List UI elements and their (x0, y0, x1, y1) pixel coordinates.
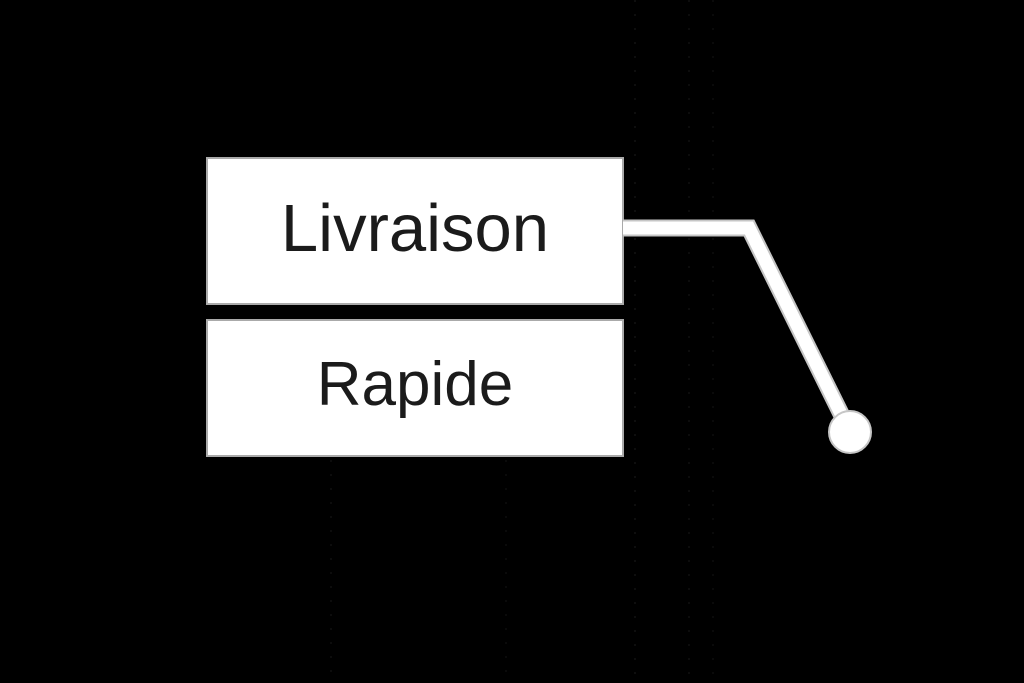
label-box-rapide[interactable]: Rapide (206, 319, 624, 457)
connector-endpoint-handle[interactable] (828, 410, 872, 454)
background-noise (634, 0, 636, 683)
label-text-rapide: Rapide (316, 350, 514, 419)
background-noise (330, 460, 332, 683)
background-noise (712, 0, 714, 683)
background-noise (688, 0, 690, 683)
connector-line[interactable] (623, 221, 856, 435)
connector-line-outline (623, 219, 858, 436)
label-box-livraison[interactable]: Livraison (206, 157, 624, 305)
label-text-livraison: Livraison (280, 190, 550, 266)
background-noise (505, 460, 507, 683)
